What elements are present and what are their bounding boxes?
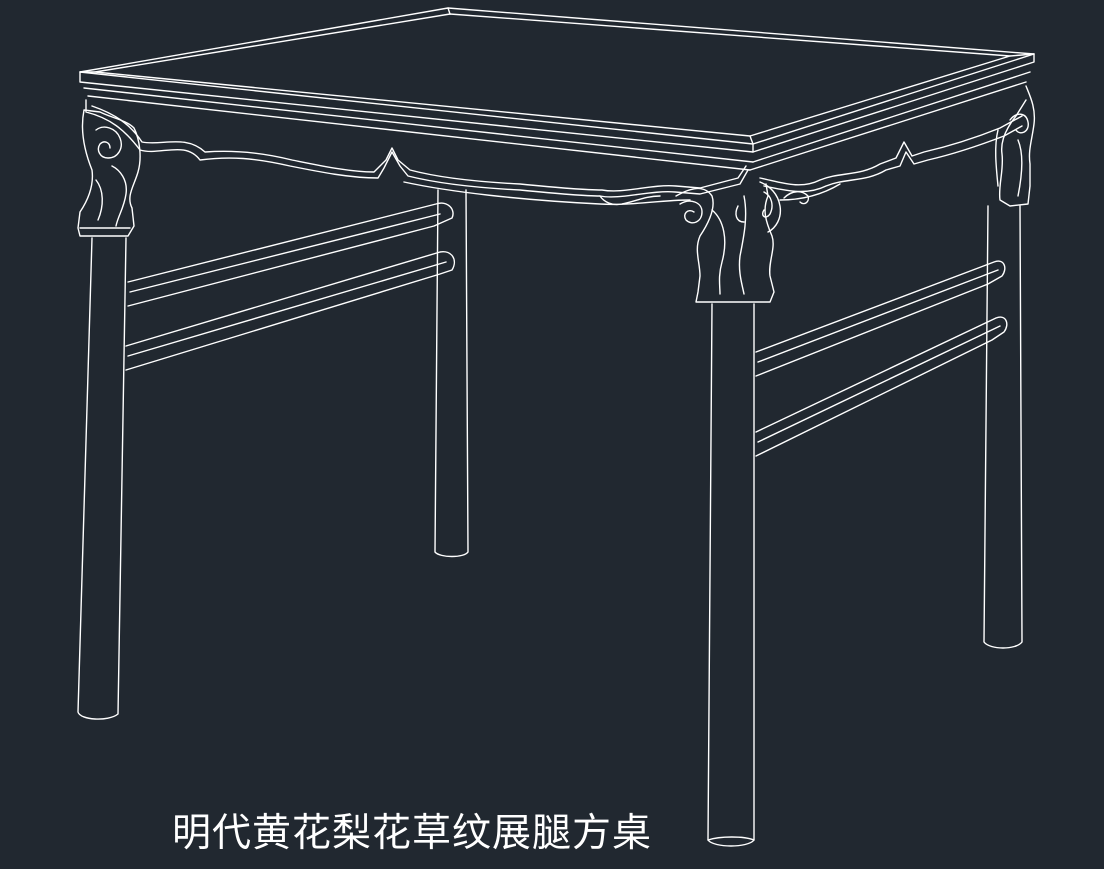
drawing-title: 明代黄花梨花草纹展腿方桌 xyxy=(172,811,653,856)
front-center-leg xyxy=(707,303,755,847)
right-corner-spandrel xyxy=(995,85,1036,207)
apron-front xyxy=(85,99,749,206)
center-corner-spandrel xyxy=(675,181,810,303)
left-corner-spandrel xyxy=(77,109,141,237)
back-left-leg xyxy=(434,189,469,558)
left-stretchers xyxy=(125,202,456,371)
table-top xyxy=(79,7,1035,171)
right-stretchers xyxy=(755,260,1008,457)
front-left-leg xyxy=(77,237,127,720)
back-right-leg xyxy=(983,205,1023,649)
